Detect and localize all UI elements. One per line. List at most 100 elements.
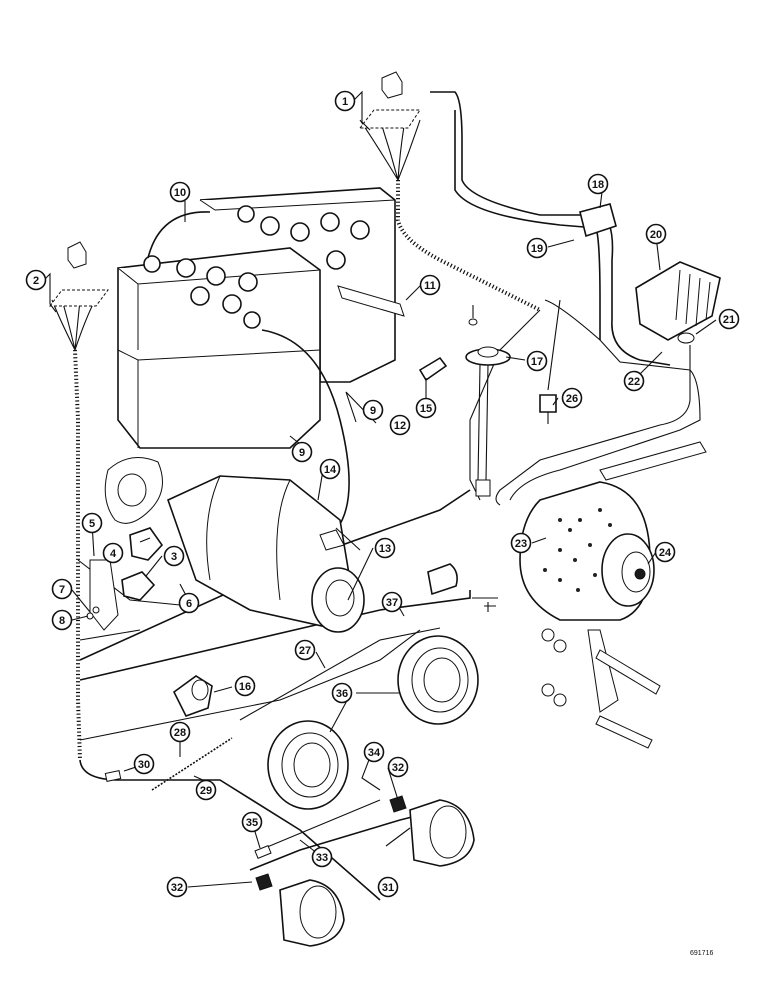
connector-30: [104, 770, 122, 782]
callout-20: 20: [645, 223, 667, 245]
callout-label: 16: [239, 681, 251, 693]
callout-label: 1: [342, 96, 348, 108]
callout-label: 30: [138, 759, 150, 771]
callout-36: 36: [331, 682, 353, 704]
callout-2: 2: [25, 269, 47, 291]
plug-cap: [427, 563, 458, 596]
switch-4: [129, 527, 164, 561]
tail-lamp-lower-31: [255, 873, 345, 947]
callout-14: 14: [319, 458, 341, 480]
switch-15: [418, 356, 448, 382]
callout-label: 4: [110, 548, 117, 560]
callout-label: 34: [368, 747, 381, 759]
callout-label: 12: [394, 420, 406, 432]
callout-label: 23: [515, 538, 527, 550]
callout-label: 33: [316, 852, 328, 864]
callout-label: 32: [171, 882, 183, 894]
callout-27: 27: [294, 639, 316, 661]
mounting-hardware: [541, 441, 707, 749]
callout-label: 26: [566, 393, 578, 405]
callout-label: 19: [531, 243, 543, 255]
battery-jumper-cable: [147, 211, 211, 259]
callout-label: 28: [174, 727, 186, 739]
starter-motor: [104, 457, 365, 633]
callout-label: 21: [723, 314, 735, 326]
callout-label: 35: [246, 817, 258, 829]
nut-7: [92, 606, 100, 614]
screw-17: [468, 305, 478, 326]
callout-label: 10: [174, 187, 186, 199]
callouts: 1 2 3 4 5 6 7 8 9 9 10 11 12 13 14 15 16…: [25, 90, 740, 898]
callout-15: 15: [415, 397, 437, 419]
callout-24: 24: [654, 541, 676, 563]
work-lamp-upper-36: [397, 635, 479, 725]
callout-26: 26: [561, 387, 583, 409]
callout-8: 8: [51, 609, 73, 631]
callout-label: 14: [324, 464, 337, 476]
callout-21: 21: [718, 308, 740, 330]
drawing-number: 691716: [690, 950, 714, 957]
callout-16: 16: [234, 675, 256, 697]
callout-label: 36: [336, 688, 348, 700]
callout-5: 5: [81, 512, 103, 534]
callout-32a: 32: [387, 756, 409, 778]
callout-label: 29: [200, 785, 212, 797]
callout-label: 32: [392, 762, 404, 774]
callout-label: 7: [59, 584, 65, 596]
callout-label: 9: [299, 447, 305, 459]
ground-strap: [337, 285, 405, 317]
callout-label: 13: [379, 543, 391, 555]
starter-cable: [261, 329, 350, 531]
tail-lamp-upper-31: [389, 795, 475, 867]
callout-label: 2: [33, 275, 39, 287]
callout-label: 17: [531, 356, 543, 368]
work-lamp-lower-36: [267, 720, 349, 810]
callout-10: 10: [169, 181, 191, 203]
callout-1: 1: [334, 90, 356, 112]
callout-7: 7: [51, 578, 73, 600]
callout-11: 11: [419, 274, 441, 296]
callout-17: 17: [526, 350, 548, 372]
callout-6: 6: [178, 592, 200, 614]
callout-29: 29: [195, 779, 217, 801]
callout-label: 11: [424, 280, 436, 292]
callout-33: 33: [311, 846, 333, 868]
connector-35: [254, 845, 272, 859]
callout-label: 5: [89, 518, 95, 530]
callout-label: 3: [171, 551, 177, 563]
callout-30: 30: [133, 753, 155, 775]
callout-label: 8: [59, 615, 65, 627]
callout-23: 23: [510, 532, 532, 554]
connector-2: [49, 241, 109, 307]
grommet-21: [677, 332, 695, 344]
callout-label: 37: [386, 597, 398, 609]
callout-19: 19: [526, 237, 548, 259]
lead-wire-29: [151, 737, 233, 791]
callout-label: 6: [186, 598, 192, 610]
callout-31: 31: [377, 876, 399, 898]
callout-4: 4: [102, 542, 124, 564]
bracket-5: [89, 559, 119, 631]
callout-22: 22: [623, 370, 645, 392]
callout-label: 27: [299, 645, 311, 657]
switch-3: [121, 571, 156, 601]
regulator-20: [635, 261, 721, 341]
fuel-sender-17: [465, 346, 511, 497]
callout-18: 18: [587, 173, 609, 195]
callout-3: 3: [163, 545, 185, 567]
callout-label: 31: [382, 882, 394, 894]
callout-32b: 32: [166, 876, 188, 898]
callout-9a: 9: [362, 399, 384, 421]
callout-label: 18: [592, 179, 604, 191]
callout-label: 20: [650, 229, 662, 241]
flasher-16: [172, 675, 213, 717]
callout-label: 9: [370, 405, 376, 417]
battery-front: [117, 247, 321, 449]
callout-12: 12: [389, 414, 411, 436]
callout-13: 13: [374, 537, 396, 559]
callout-9b: 9: [291, 441, 313, 463]
alternator-23: [519, 481, 655, 621]
callout-35: 35: [241, 811, 263, 833]
sender-26: [539, 394, 557, 424]
